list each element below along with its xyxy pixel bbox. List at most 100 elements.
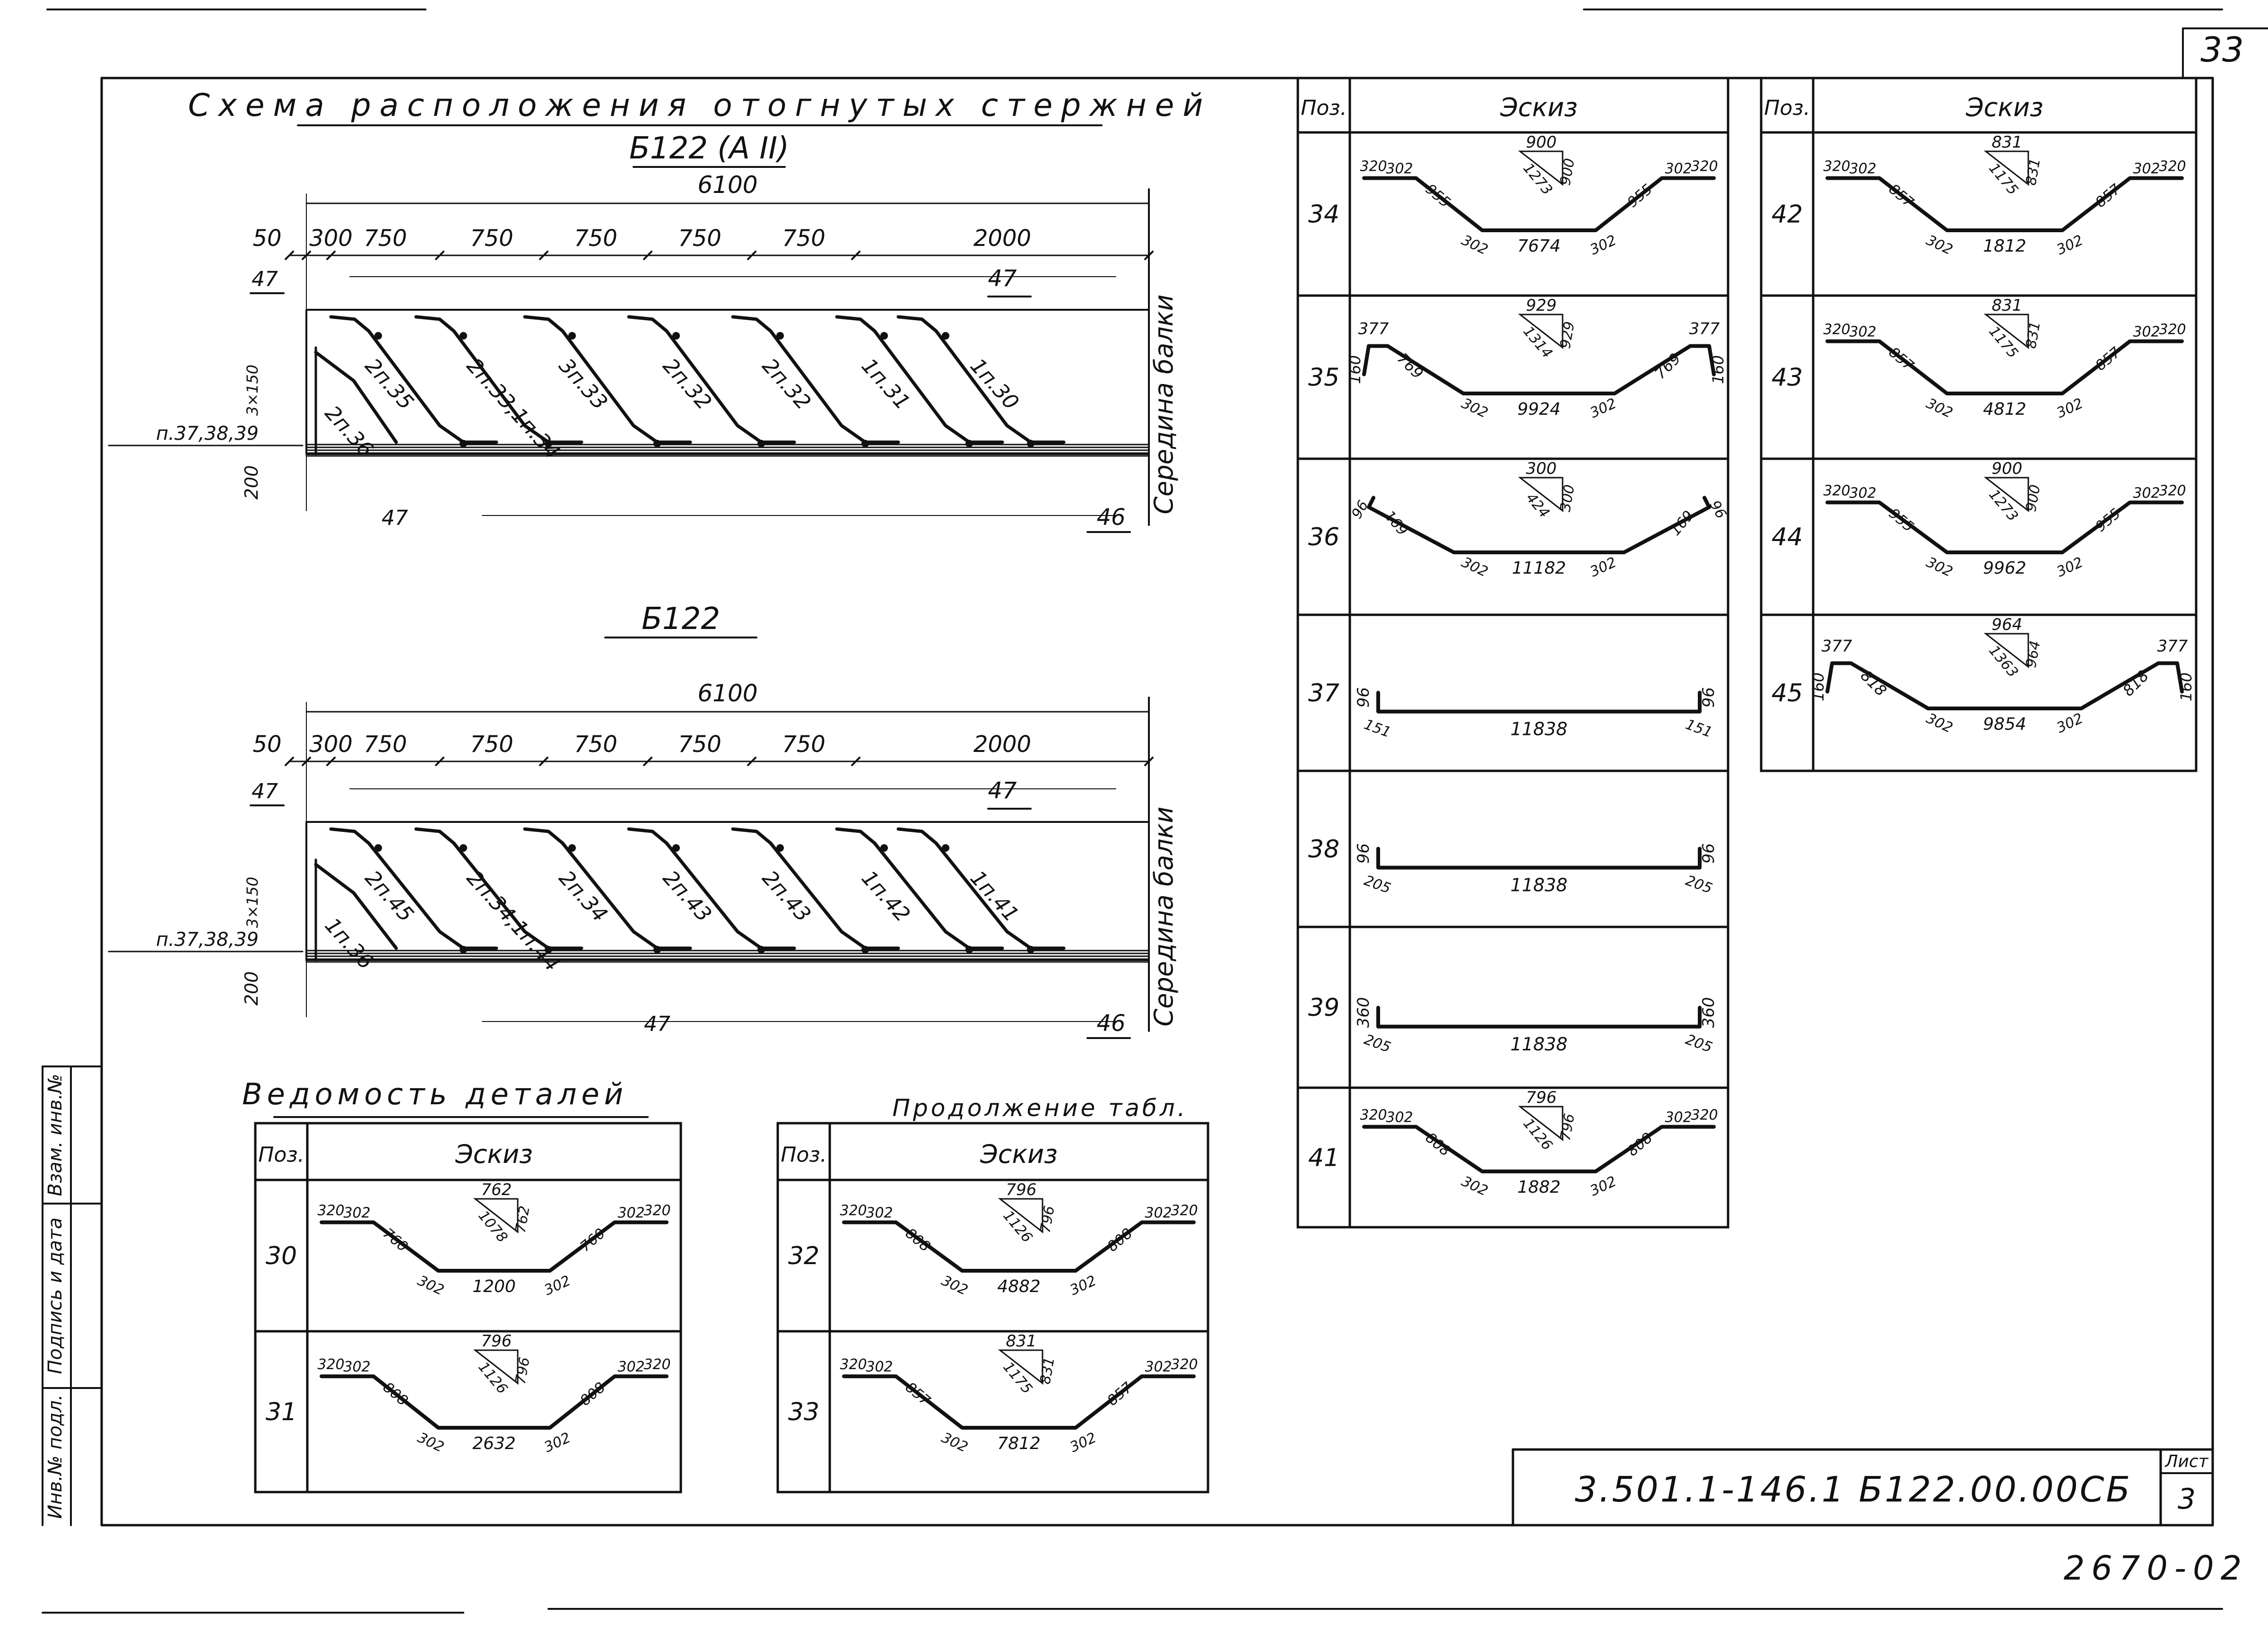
end-length-left: 96 (1354, 843, 1373, 864)
bent-bar (523, 315, 692, 444)
triangle-hyp: 1175 (1985, 323, 2021, 361)
bottom-cover: 200 (241, 971, 262, 1006)
hook-height-left: 160 (1809, 672, 1827, 701)
span-tick (747, 757, 756, 766)
end-length-left: 96 (1354, 687, 1373, 707)
col-header-pos: Поз. (781, 1143, 826, 1167)
bar-node (942, 332, 949, 340)
bar-node (374, 844, 382, 852)
bar-node (460, 332, 467, 340)
bar-length: 11182 (1512, 559, 1566, 578)
bend-triangle (1983, 314, 2029, 349)
triangle-hyp: 1273 (1520, 160, 1555, 198)
bar-node (861, 946, 869, 953)
bar-node (776, 844, 784, 852)
position-number: 31 (266, 1398, 297, 1426)
triangle-top: 796 (481, 1332, 512, 1351)
bend-left: 302 (415, 1429, 447, 1456)
triangle-hyp: 1126 (475, 1359, 511, 1397)
left-bend: 302 (1849, 485, 1876, 501)
triangle-hyp: 1175 (999, 1359, 1035, 1397)
bent-bar (731, 315, 900, 444)
span-value: 50 (252, 731, 281, 758)
span-value: 750 (678, 731, 721, 758)
triangle-hyp: 1314 (1520, 323, 1555, 361)
bar-length: 11838 (1511, 875, 1568, 896)
bend-left: 302 (1924, 710, 1955, 736)
position-number: 41 (1308, 1144, 1339, 1172)
bent-bar (414, 827, 583, 950)
position-number: 42 (1772, 201, 1803, 229)
bar-length: 9962 (1983, 559, 2026, 578)
bend-right: 302 (1588, 232, 1619, 258)
end-left: 96 (1348, 498, 1372, 522)
triangle-side: 964 (2023, 639, 2043, 669)
triangle-side: 796 (512, 1356, 533, 1385)
col-header-pos: Поз. (1301, 96, 1347, 120)
bent-bars-scheme: Схема расположения отогнутых стержнейБ12… (108, 87, 1203, 1039)
col-header-pos: Поз. (1764, 96, 1810, 120)
right-bend: 302 (1665, 161, 1692, 177)
triangle-hyp: 1078 (475, 1207, 511, 1246)
position-number: 45 (1772, 679, 1803, 707)
span-tick (285, 757, 294, 766)
span-value: 2000 (973, 731, 1031, 758)
bar-length: 7812 (997, 1434, 1041, 1453)
hook-height-right: 160 (1709, 355, 1727, 384)
bar-length: 4812 (1983, 400, 2026, 419)
triangle-top: 300 (1526, 459, 1557, 478)
bend-triangle (473, 1349, 519, 1385)
triangle-side: 831 (1037, 1356, 1058, 1385)
position-number: 44 (1772, 523, 1803, 551)
overall-dimension: 6100 (697, 171, 757, 199)
left-bend: 302 (1386, 1109, 1413, 1126)
position-number: 33 (788, 1398, 819, 1426)
span-value: 750 (364, 731, 407, 758)
triangle-side: 831 (2023, 157, 2043, 186)
col-header-sketch: Эскиз (980, 1139, 1058, 1169)
ref-left-bottom: 47 (644, 1012, 670, 1036)
bend-triangle (473, 1198, 519, 1234)
span-value: 750 (574, 225, 617, 252)
bar-node (460, 440, 467, 447)
span-value: 750 (470, 731, 513, 758)
bent-bar (1825, 500, 2184, 554)
span-tick (643, 251, 652, 260)
span-value: 750 (470, 225, 513, 252)
bar-length: 1200 (472, 1277, 516, 1296)
end-width-right: 205 (1683, 1031, 1714, 1056)
bent-bar (320, 1220, 669, 1273)
bar-label: 1п.36 (320, 913, 378, 974)
bent-bar (1362, 176, 1716, 232)
straight-bar (1376, 690, 1702, 714)
bar-length: 2632 (472, 1434, 516, 1453)
triangle-top: 831 (1006, 1332, 1037, 1351)
stamp-original-inv: Инв.№ подл. (44, 1394, 66, 1519)
bend-triangle (998, 1198, 1043, 1234)
hook-right: 377 (1689, 320, 1720, 339)
bend-triangle (1518, 1106, 1564, 1142)
span-tick (435, 757, 444, 766)
right-bend: 302 (1145, 1359, 1172, 1375)
table-border (254, 1122, 682, 1493)
position-number: 38 (1308, 835, 1339, 864)
slope-right: 169 (1667, 507, 1697, 539)
left-straight: 320 (840, 1356, 867, 1373)
span-value: 300 (309, 731, 353, 758)
bent-bar (320, 1374, 669, 1430)
bend-left: 302 (415, 1272, 447, 1299)
bar-node (880, 332, 888, 340)
span-value: 750 (574, 731, 617, 758)
bar-length: 9854 (1983, 715, 2026, 734)
bend-left: 302 (1924, 395, 1955, 421)
triangle-hyp: 1363 (1985, 642, 2021, 681)
bent-bar (1367, 496, 1711, 554)
end-width-left: 205 (1362, 872, 1393, 897)
bent-bar (1825, 176, 2184, 232)
right-bend: 302 (1145, 1205, 1172, 1222)
hook-right: 377 (2157, 637, 2188, 655)
bend-left: 302 (1459, 554, 1491, 580)
